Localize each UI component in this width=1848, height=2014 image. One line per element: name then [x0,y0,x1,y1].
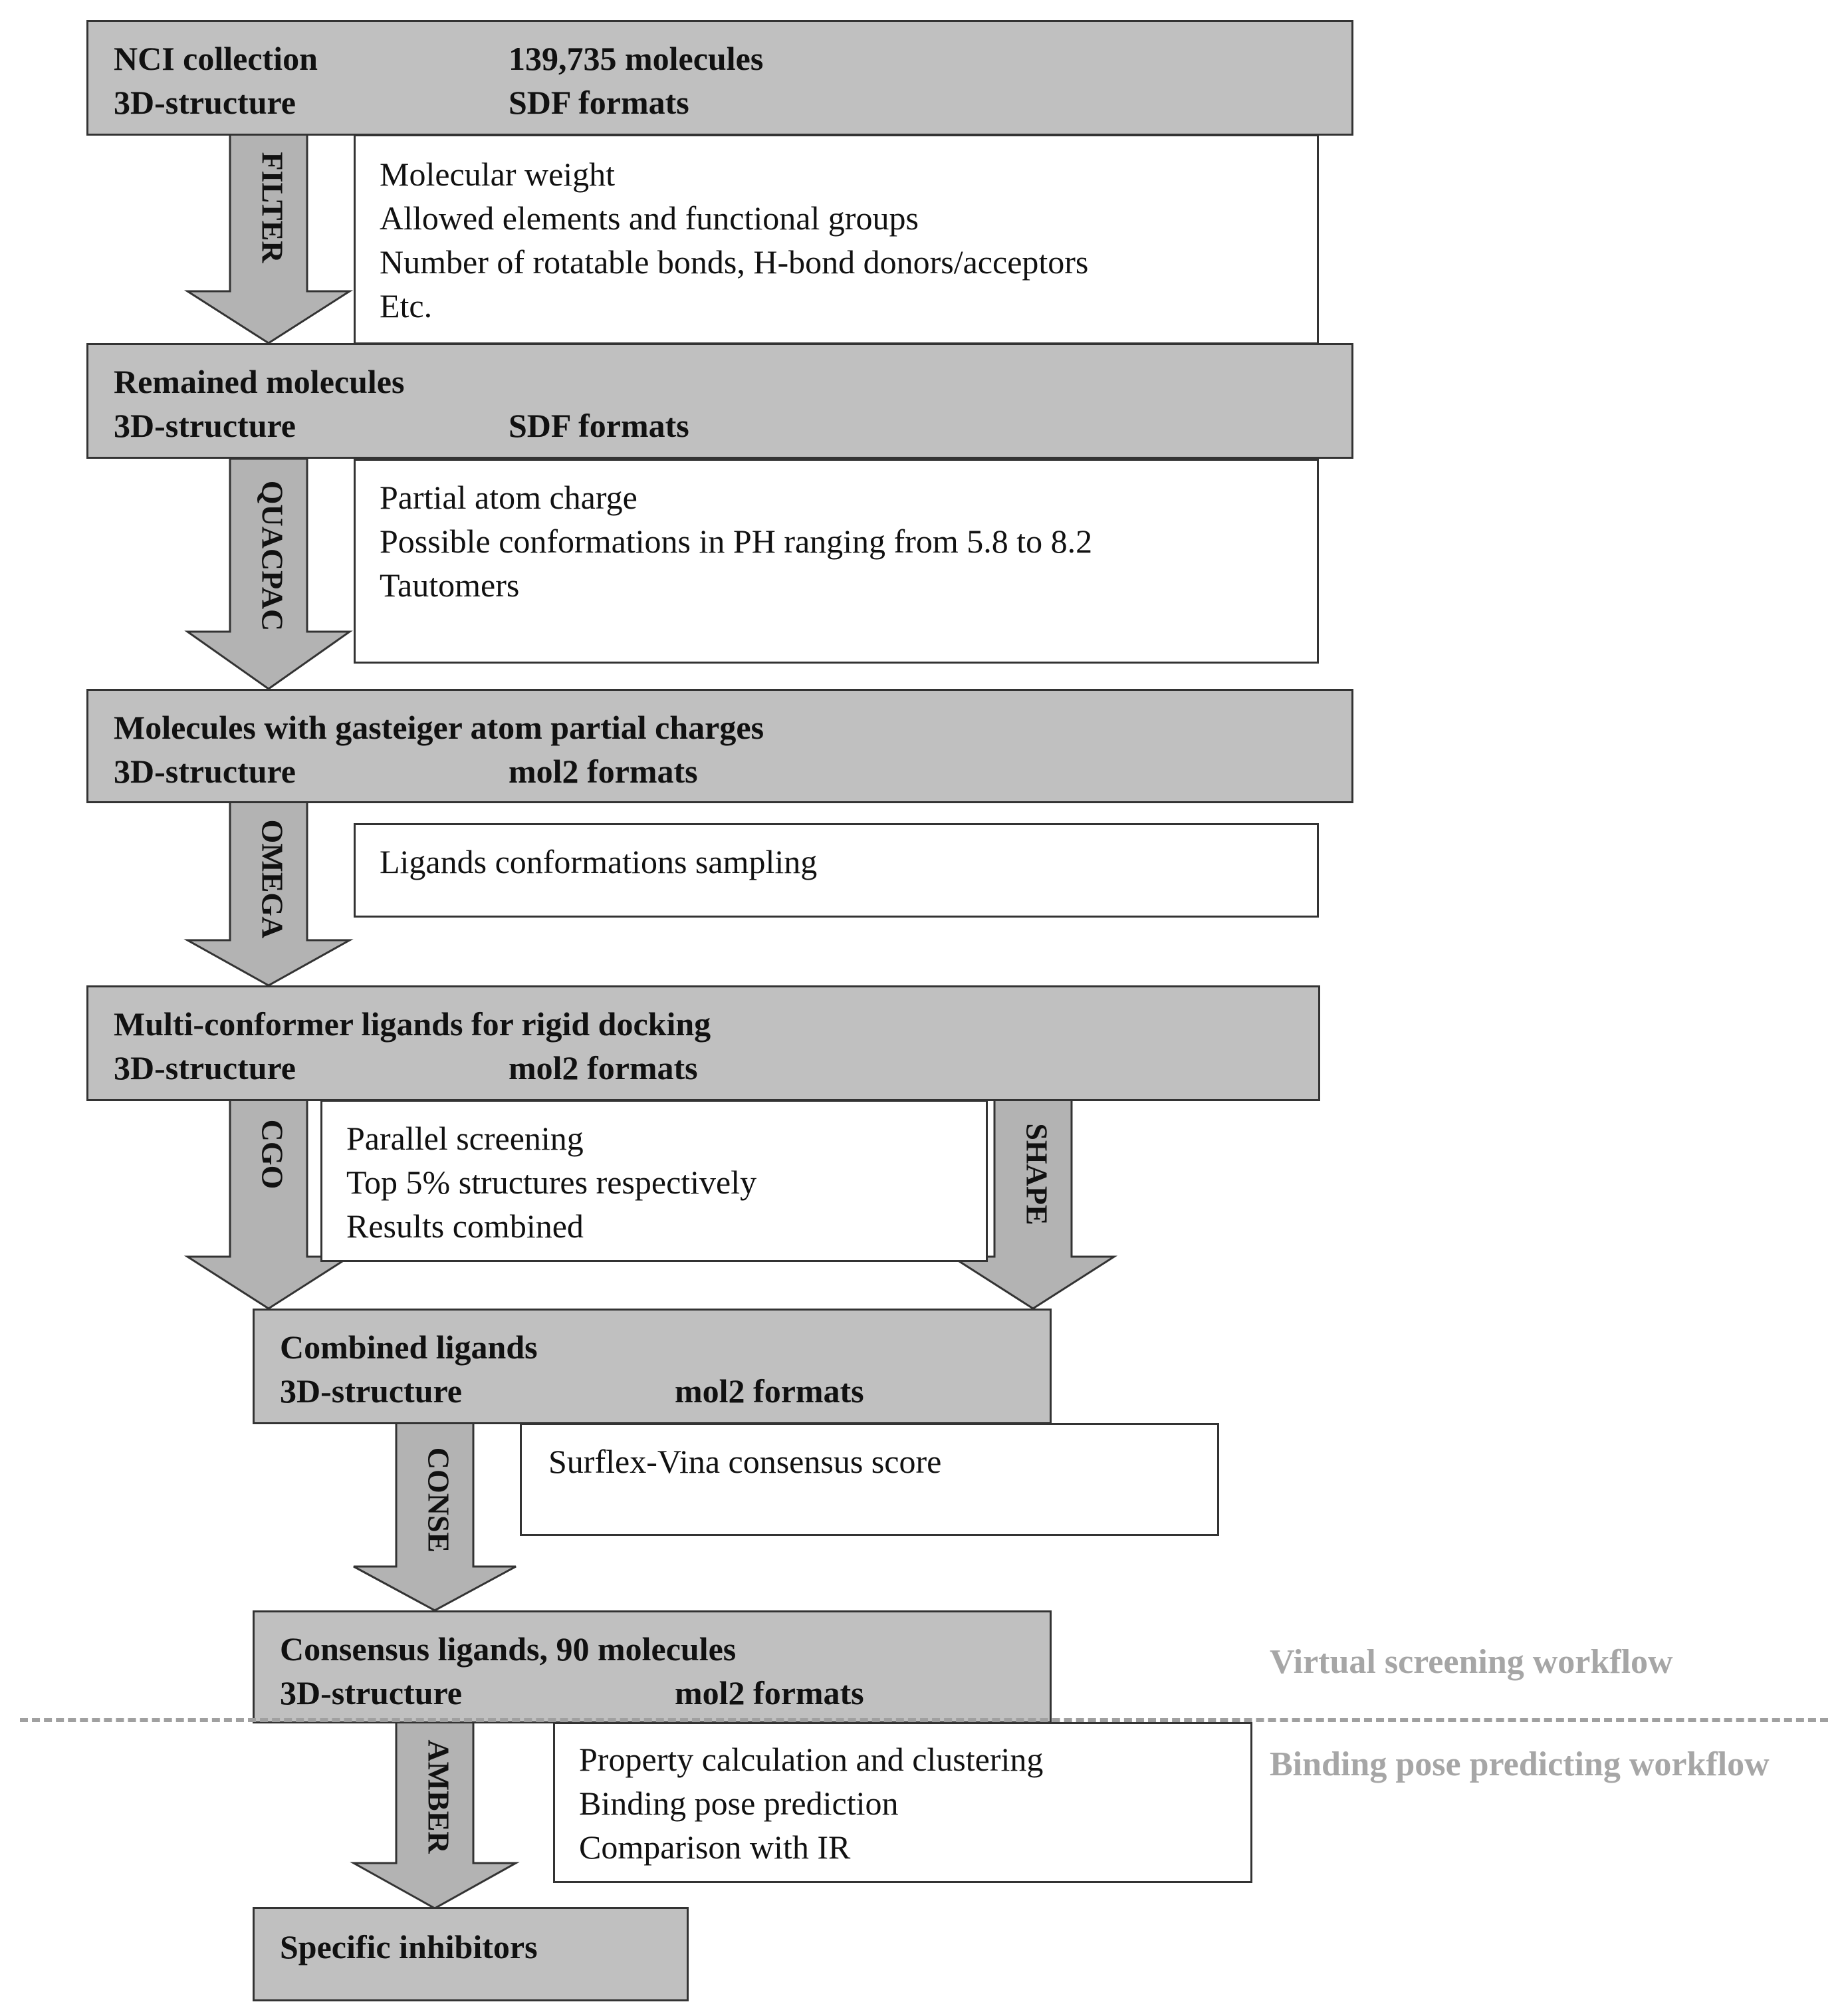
stage-consensus-ligands: Consensus ligands, 90 molecules 3D-struc… [253,1610,1052,1723]
note-screening-line-2: Top 5% structures respectively [346,1164,757,1201]
note-filter-line-3: Number of rotatable bonds, H-bond donors… [380,243,1089,281]
note-screening-line-1: Parallel screening [346,1120,584,1157]
region-label-virtual-screening: Virtual screening workflow [1270,1643,1673,1681]
arrow-amber [350,1721,520,1910]
stage-multiconf-format: mol2 formats [509,1049,698,1086]
stage-inhibitors-title: Specific inhibitors [280,1928,538,1965]
arrow-label-conse: CONSE [421,1447,456,1553]
stage-remained-structure: 3D-structure [114,407,296,444]
note-filter-line-2: Allowed elements and functional groups [380,199,919,237]
stage-nci-structure: 3D-structure [114,84,296,121]
stage-nci-title: NCI collection [114,40,318,77]
arrow-quacpac [184,457,353,690]
stage-gasteiger-charges: Molecules with gasteiger atom partial ch… [86,689,1353,803]
stage-gasteiger-structure: 3D-structure [114,753,296,790]
note-quacpac-line-3: Tautomers [380,566,520,604]
stage-consensus-structure: 3D-structure [280,1674,462,1711]
stage-remained-molecules: Remained molecules 3D-structure SDF form… [86,343,1353,459]
arrow-label-cgo: CGO [255,1119,290,1190]
note-quacpac-line-1: Partial atom charge [380,479,637,516]
stage-remained-format: SDF formats [509,407,689,444]
arrow-filter [183,133,354,344]
stage-consensus-format: mol2 formats [675,1674,864,1711]
note-amber-line-3: Comparison with IR [579,1828,851,1866]
region-label-binding-pose: Binding pose predicting workflow [1270,1745,1770,1783]
arrow-omega [183,801,354,987]
stage-nci-count: 139,735 molecules [509,40,764,77]
workflow-divider [20,1718,1828,1722]
note-amber-line-1: Property calculation and clustering [579,1741,1044,1778]
stage-specific-inhibitors: Specific inhibitors [253,1907,689,2001]
note-conse: Surflex-Vina consensus score [520,1423,1219,1536]
note-amber: Property calculation and clustering Bind… [553,1722,1252,1883]
stage-nci-format: SDF formats [509,84,689,121]
note-quacpac-line-2: Possible conformations in PH ranging fro… [380,523,1093,560]
note-filter-line-4: Etc. [380,287,433,324]
stage-combined-format: mol2 formats [675,1372,864,1410]
stage-combined-ligands: Combined ligands 3D-structure mol2 forma… [253,1309,1052,1424]
arrow-cgo [183,1098,354,1310]
arrow-label-quacpac: QUACPAC [255,480,290,632]
stage-gasteiger-title: Molecules with gasteiger atom partial ch… [114,709,764,746]
arrow-label-filter: FILTER [255,152,290,263]
note-amber-line-2: Binding pose prediction [579,1785,899,1822]
arrow-conse [353,1422,517,1612]
stage-multiconformer-ligands: Multi-conformer ligands for rigid dockin… [86,985,1320,1101]
note-screening-line-3: Results combined [346,1207,584,1245]
stage-consensus-title: Consensus ligands, 90 molecules [280,1630,737,1668]
arrow-label-shape: SHAPE [1020,1123,1054,1225]
stage-gasteiger-format: mol2 formats [509,753,698,790]
stage-remained-title: Remained molecules [114,363,405,400]
note-filter-line-1: Molecular weight [380,156,616,193]
arrow-label-omega: OMEGA [255,819,290,939]
stage-nci-collection: NCI collection 139,735 molecules 3D-stru… [86,20,1353,136]
note-conse-line-1: Surflex-Vina consensus score [548,1443,942,1480]
note-omega-line-1: Ligands conformations sampling [380,843,818,880]
arrow-label-amber: AMBER [421,1739,456,1854]
note-quacpac: Partial atom charge Possible conformatio… [354,459,1319,664]
stage-combined-structure: 3D-structure [280,1372,462,1410]
stage-multiconf-structure: 3D-structure [114,1049,296,1086]
note-omega: Ligands conformations sampling [354,823,1319,918]
stage-multiconf-title: Multi-conformer ligands for rigid dockin… [114,1005,711,1043]
stage-combined-title: Combined ligands [280,1328,538,1366]
note-filter: Molecular weight Allowed elements and fu… [354,134,1319,344]
note-screening: Parallel screening Top 5% structures res… [320,1100,988,1262]
